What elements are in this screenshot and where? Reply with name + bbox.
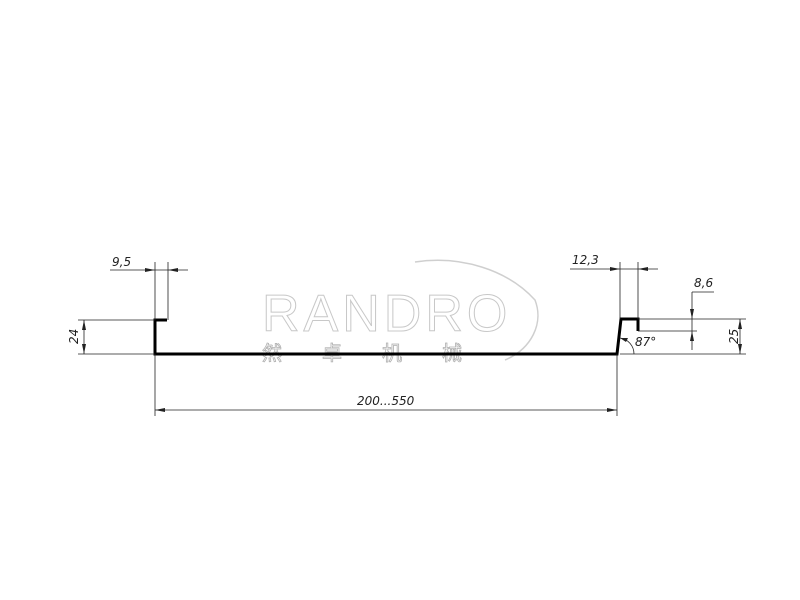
dim-label-right-flange: 12,3 [572, 253, 599, 267]
dim-label-left-flange: 9,5 [112, 255, 131, 269]
dim-left-height: 24 [67, 319, 155, 355]
watermark-arc [414, 259, 539, 361]
dim-angle: 87° [619, 335, 656, 355]
dim-left-flange: 9,5 [110, 255, 188, 320]
dim-label-angle: 87° [635, 335, 656, 349]
watermark: RANDRO 然卓机械 [262, 259, 539, 365]
dim-label-right-lip: 8,6 [694, 276, 713, 290]
dim-right-flange: 12,3 [570, 253, 658, 319]
dim-right-lip: 8,6 [638, 276, 714, 350]
dim-right-height: 25 [620, 318, 746, 355]
dim-label-overall-width: 200...550 [357, 394, 415, 408]
watermark-brand: RANDRO [262, 285, 511, 343]
dim-label-right-height: 25 [727, 329, 741, 344]
dim-overall-width: 200...550 [154, 354, 618, 416]
dim-label-left-height: 24 [67, 329, 81, 344]
